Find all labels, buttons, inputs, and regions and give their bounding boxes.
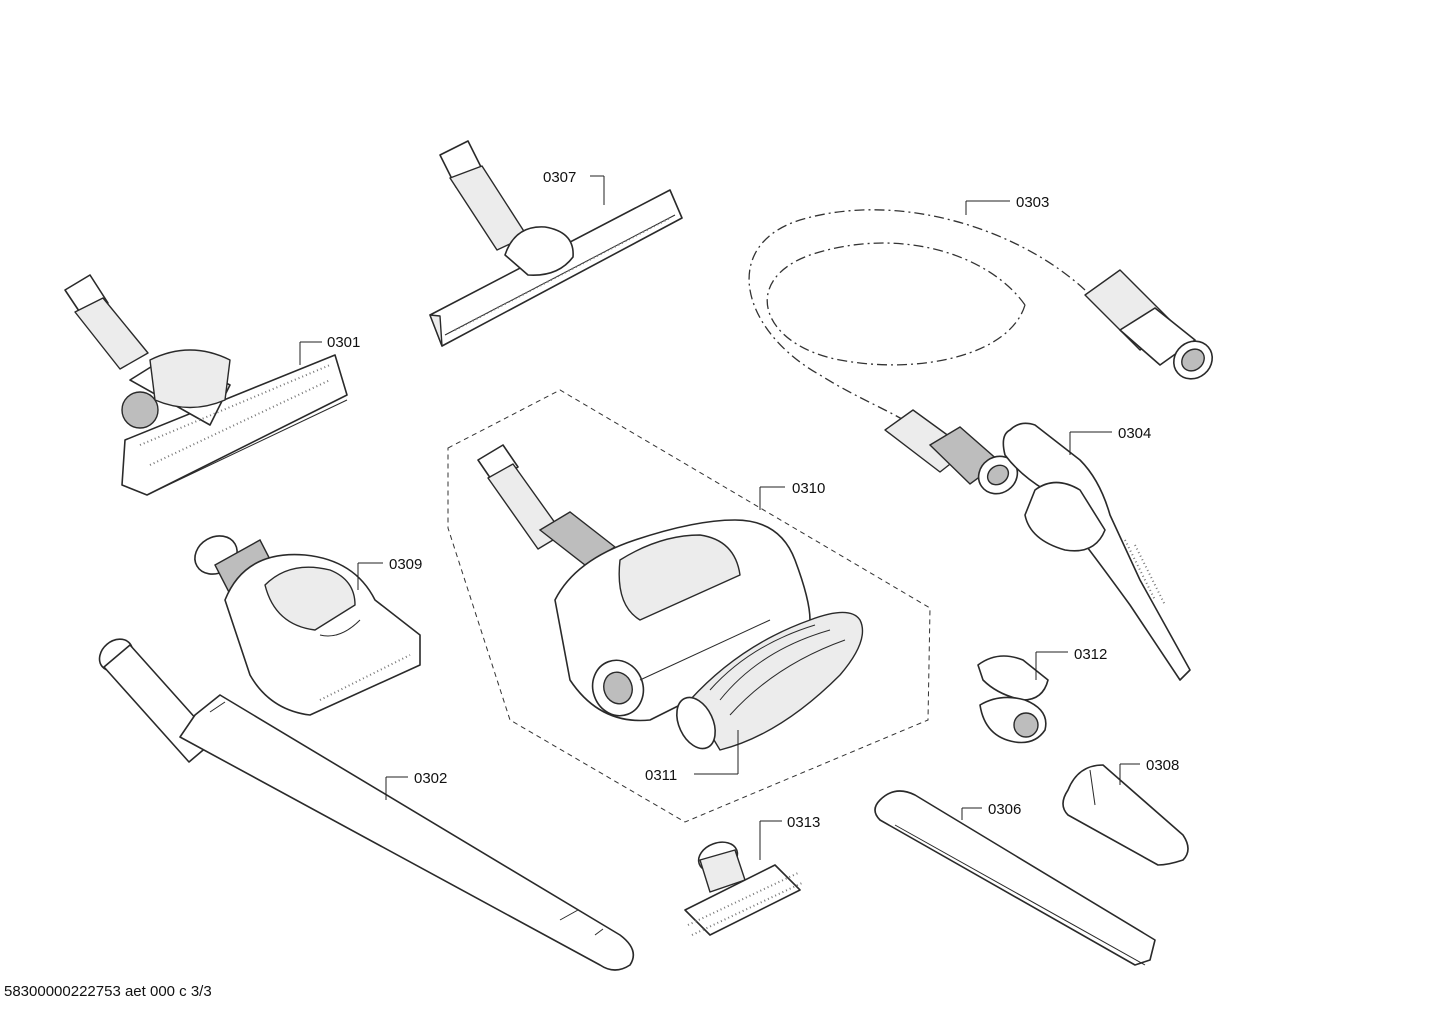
part-0301-floor-brush: [64, 274, 348, 496]
part-0302-extension-tube: [98, 638, 635, 971]
part-0311-brush-roll: [676, 611, 864, 751]
label-0312: 0312: [1074, 646, 1107, 663]
label-0306: 0306: [988, 801, 1021, 818]
part-0313-upholstery-brush: [684, 841, 803, 936]
document-id-footer: 58300000222753 aet 000 c 3/3: [4, 983, 212, 1000]
label-0310: 0310: [792, 480, 825, 497]
part-0309-turbo-brush: [194, 535, 421, 716]
part-0307-floor-nozzle: [429, 140, 683, 347]
part-0312-clip: [977, 655, 1049, 744]
label-0308: 0308: [1146, 757, 1179, 774]
label-0301: 0301: [327, 334, 360, 351]
part-0303-suction-hose: [748, 209, 1213, 495]
leader-lines: [299, 175, 1140, 860]
label-0302: 0302: [414, 770, 447, 787]
label-0307: 0307: [543, 169, 576, 186]
part-labels: 0307 0301 0303 0304 0310 0309 0312 0302 …: [327, 169, 1179, 831]
part-0304-hose-handle: [1002, 422, 1191, 681]
label-0303: 0303: [1016, 194, 1049, 211]
label-0311: 0311: [645, 767, 677, 784]
part-0306-crevice-tool: [874, 790, 1156, 966]
part-0308-crevice-nozzle: [1062, 764, 1189, 866]
label-0309: 0309: [389, 556, 422, 573]
label-0313: 0313: [787, 814, 820, 831]
label-0304: 0304: [1118, 425, 1151, 442]
